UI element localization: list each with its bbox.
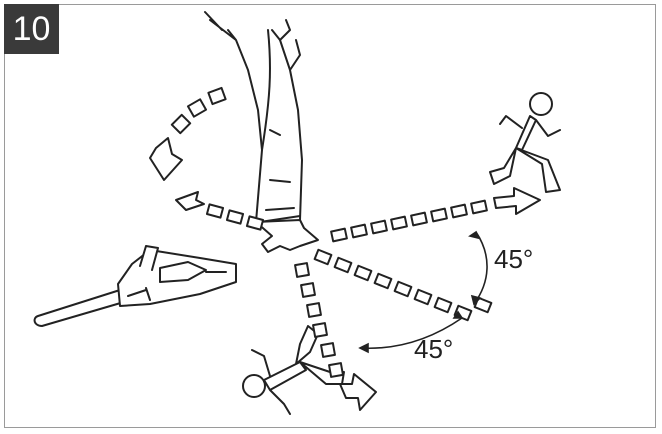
angle-label-lower: 45° (414, 334, 453, 364)
angle-label-upper: 45° (494, 244, 533, 274)
figure-frame (4, 4, 656, 428)
chainsaw-icon (33, 245, 237, 327)
tree-icon (204, 11, 319, 253)
running-person-icon (242, 325, 345, 415)
figure-number-badge: 10 (4, 4, 59, 54)
running-person-icon (489, 92, 561, 193)
lower-angle-arc (359, 317, 463, 350)
upper-angle-arc (473, 231, 488, 305)
falling-arrow-icon (149, 86, 227, 181)
